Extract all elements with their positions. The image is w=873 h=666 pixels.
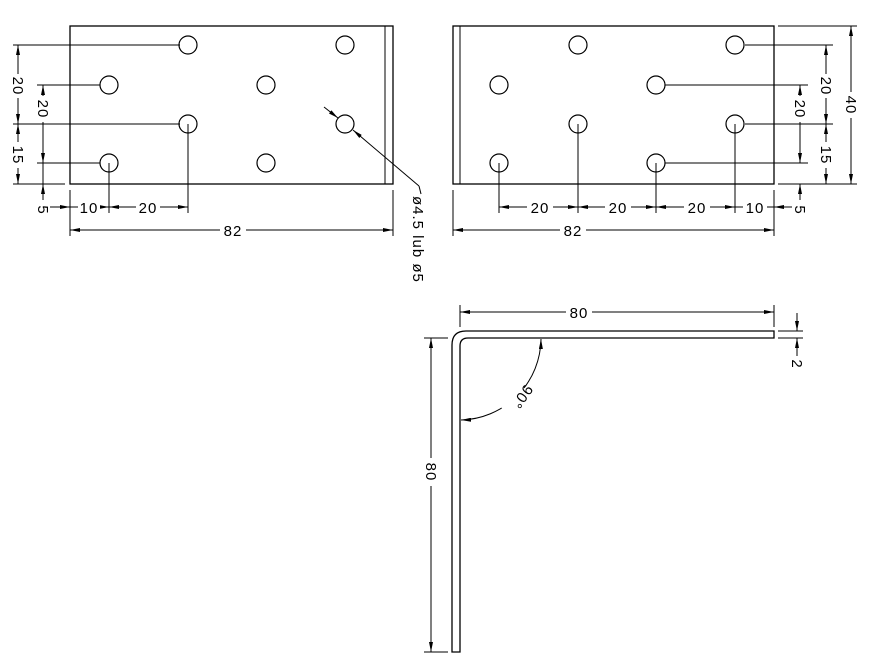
dim-label: 80 [570,305,589,322]
left-dim-v-15-outer: 15 [9,124,26,184]
l-bracket-profile [451,330,775,653]
dim-label: 40 [842,96,859,115]
right-dim-v-40: 40 [842,26,859,184]
left-dim-v-20-outer: 20 [9,45,26,124]
right-plate-view: 20 15 20 5 40 20 20 [452,25,859,240]
left-plate-outline [69,25,394,185]
dim-label: 20 [9,77,26,96]
side-view-profile: 80 2 80 90° [422,304,805,653]
left-dim-h-10: 10 [50,199,109,217]
dim-label: 82 [224,223,243,240]
dim-label: 82 [564,223,583,240]
right-dim-v-20-outer: 20 [817,45,834,124]
right-dim-h-20-c: 20 [656,199,735,217]
hole [256,75,276,95]
hole [256,153,276,173]
hole [335,114,355,134]
left-dim-h-82: 82 [70,222,393,240]
side-dim-top-80: 80 [459,304,775,327]
right-plate-holes [489,35,745,173]
dim-label: 20 [139,200,158,217]
dim-label: 10 [746,200,765,217]
left-dim-v-20-inner: 20 [34,85,51,163]
hole [178,35,198,55]
right-dim-h-20-a: 20 [499,199,578,217]
side-dim-left-80: 80 [422,337,448,653]
hole [335,35,355,55]
dim-label: 5 [34,205,51,214]
right-extension-lines [452,25,857,236]
hole [489,75,509,95]
hole [646,75,666,95]
right-dim-v-15-outer: 15 [817,124,834,184]
dim-label: 15 [817,146,834,165]
hole [568,35,588,55]
dim-label: 20 [531,200,550,217]
right-dim-h-10: 10 [735,199,792,217]
right-dim-h-20-b: 20 [578,199,656,217]
side-dim-thickness-2: 2 [778,313,805,369]
dim-label: 5 [791,205,808,214]
left-dim-v-5: 5 [34,163,51,215]
dim-label: 15 [9,146,26,165]
hole [725,35,745,55]
left-dim-h-20: 20 [109,199,188,217]
dim-label: 20 [34,100,51,119]
right-dim-v-20-inner: 20 [791,85,808,163]
hole-diameter-note: ø4.5 lub ø5 [409,196,426,283]
left-plate-view: 20 15 20 5 10 20 [9,25,426,283]
right-dim-h-82: 82 [453,222,774,240]
dim-label: 20 [609,200,628,217]
dim-label: 20 [791,100,808,119]
dim-label: 2 [788,359,805,368]
side-dim-angle-90: 90° [460,338,543,422]
dim-label: 20 [688,200,707,217]
right-dim-v-5: 5 [791,184,808,215]
dim-label: 20 [817,77,834,96]
left-plate-holes [99,35,355,173]
hole-diameter-leader: ø4.5 lub ø5 [323,106,426,283]
left-extension-lines [13,44,394,236]
dim-label: 80 [422,463,439,482]
hole [99,75,119,95]
right-plate-outline [452,25,775,185]
dim-label: 10 [80,200,99,217]
